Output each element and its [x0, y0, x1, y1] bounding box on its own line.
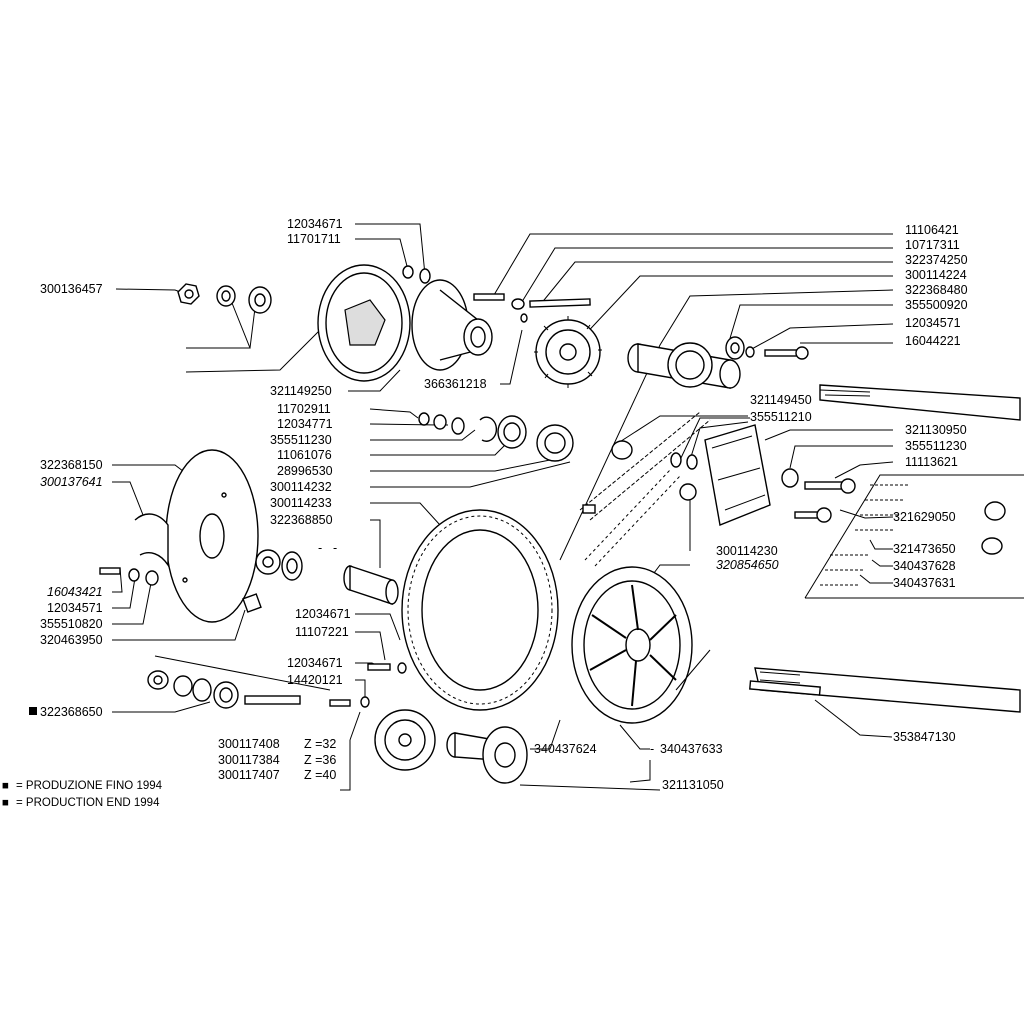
label-340437624: 340437624 — [534, 742, 597, 756]
part-labels: 11106421 10717311 322374250 300114224 32… — [40, 217, 968, 792]
label-322368150: 322368150 — [40, 458, 103, 472]
label-355510820: 355510820 — [40, 617, 103, 631]
label-321629050: 321629050 — [893, 510, 956, 524]
label-z36: Z =36 — [304, 753, 336, 767]
label-300117407: 300117407 — [218, 768, 280, 782]
label-11702911: 11702911 — [277, 402, 331, 416]
legend-marker-2: ■ — [2, 797, 9, 809]
label-28996530: 28996530 — [277, 464, 333, 478]
label-320854650: 320854650 — [716, 558, 779, 572]
label-353847130: 353847130 — [893, 730, 956, 744]
legend-line-english: = PRODUCTION END 1994 — [16, 797, 160, 809]
label-dash-mid2: - — [333, 541, 337, 555]
label-321473650: 321473650 — [893, 542, 956, 556]
label-12034571-left: 12034571 — [47, 601, 103, 615]
label-300137641: 300137641 — [40, 475, 103, 489]
label-322368480: 322368480 — [905, 283, 968, 297]
label-300117408: 300117408 — [218, 737, 280, 751]
label-300117384: 300117384 — [218, 753, 280, 767]
production-end-marker — [29, 707, 37, 715]
label-322368850: 322368850 — [270, 513, 333, 527]
label-11107221: 11107221 — [295, 625, 349, 639]
label-321130950: 321130950 — [905, 423, 967, 437]
label-322374250: 322374250 — [905, 253, 968, 267]
label-11106421: 11106421 — [905, 223, 959, 237]
label-10717311: 10717311 — [905, 238, 960, 252]
label-355500920: 355500920 — [905, 298, 968, 312]
label-300114232: 300114232 — [270, 480, 332, 494]
label-12034671-top: 12034671 — [287, 217, 343, 231]
label-366361218: 366361218 — [424, 377, 487, 391]
label-300114224: 300114224 — [905, 268, 967, 282]
label-14420121: 14420121 — [287, 673, 343, 687]
label-z40: Z =40 — [304, 768, 336, 782]
legend-marker-1: ■ — [2, 780, 9, 792]
label-12034771: 12034771 — [277, 417, 333, 431]
label-16043421: 16043421 — [47, 585, 103, 599]
label-11113621: 11113621 — [905, 455, 958, 469]
label-11061076: 11061076 — [277, 448, 332, 462]
label-11701711: 11701711 — [287, 232, 341, 246]
label-322368650: 322368650 — [40, 705, 103, 719]
legend: ■ = PRODUZIONE FINO 1994 ■ = PRODUCTION … — [2, 780, 163, 809]
label-340437633: 340437633 — [660, 742, 723, 756]
label-12034671-mid: 12034671 — [295, 607, 351, 621]
label-300136457: 300136457 — [40, 282, 103, 296]
legend-line-italian: = PRODUZIONE FINO 1994 — [16, 780, 163, 792]
label-355511230-left: 355511230 — [270, 433, 332, 447]
label-340437628: 340437628 — [893, 559, 956, 573]
label-340437631: 340437631 — [893, 576, 956, 590]
label-355511230-right: 355511230 — [905, 439, 967, 453]
label-321149250: 321149250 — [270, 384, 332, 398]
label-355511210: 355511210 — [750, 410, 812, 424]
label-321149450: 321149450 — [750, 393, 812, 407]
label-300114230: 300114230 — [716, 544, 778, 558]
label-321131050: 321131050 — [662, 778, 724, 792]
label-12034671-low: 12034671 — [287, 656, 343, 670]
label-12034571-right: 12034571 — [905, 316, 961, 330]
label-16044221: 16044221 — [905, 334, 961, 348]
label-320463950: 320463950 — [40, 633, 103, 647]
parts-drawing — [99, 264, 1024, 784]
label-300114233: 300114233 — [270, 496, 332, 510]
label-dash-lower: - — [650, 742, 654, 756]
label-dash-mid: - — [318, 541, 322, 555]
label-z32: Z =32 — [304, 737, 336, 751]
